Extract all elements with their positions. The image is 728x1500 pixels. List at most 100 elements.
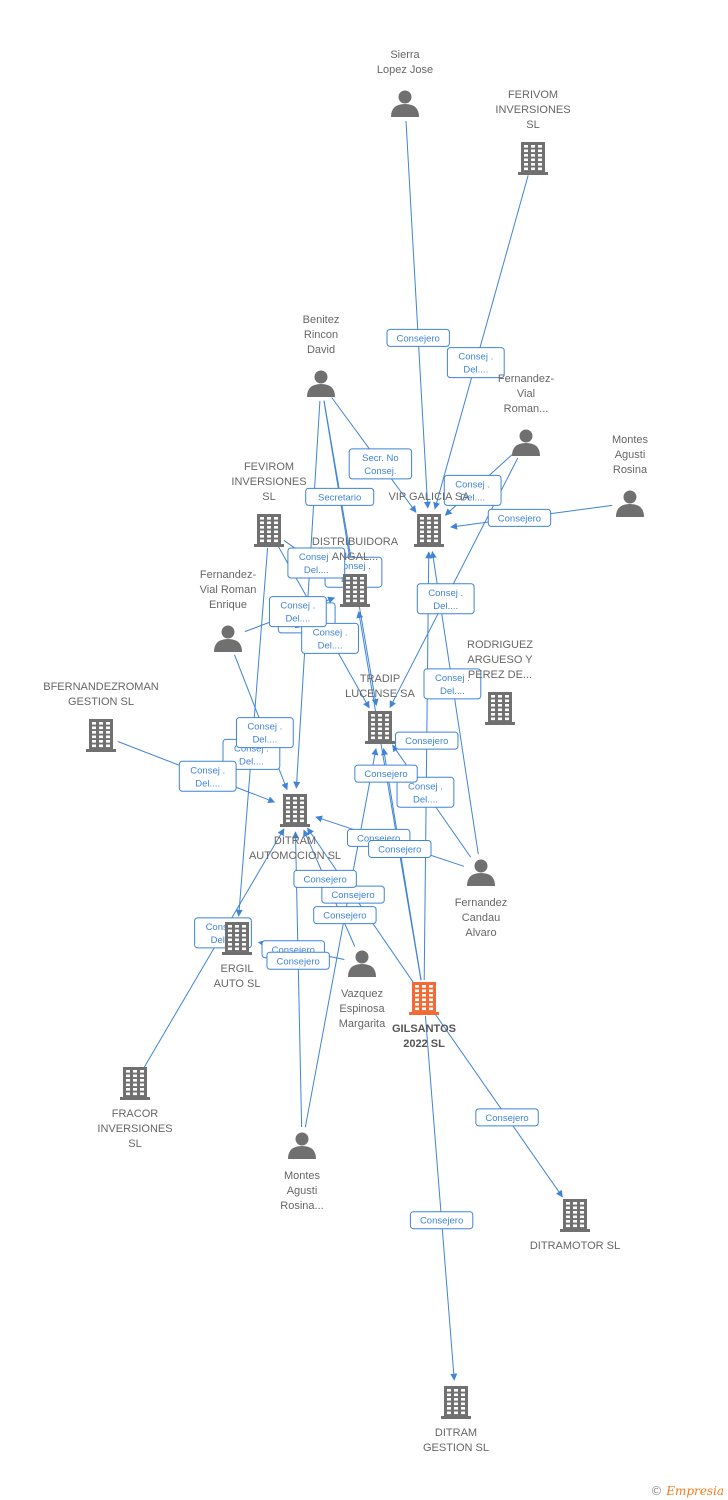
node-label: FERIVOM bbox=[508, 89, 558, 101]
edge-gilsantos-dist bbox=[356, 611, 422, 981]
node-label: Benitez bbox=[303, 314, 340, 326]
person-icon bbox=[348, 950, 376, 977]
edge-label[interactable]: Consej .Del.... bbox=[396, 776, 455, 808]
node-label: INVERSIONES bbox=[231, 476, 306, 488]
edge-label[interactable]: Consej .Del.... bbox=[443, 474, 502, 506]
node-label: PEREZ DE... bbox=[468, 669, 532, 681]
edge-label[interactable]: Consejero bbox=[321, 885, 385, 904]
edge-label[interactable]: Consejero bbox=[386, 328, 450, 347]
node-label: ARGUESO Y bbox=[467, 654, 533, 666]
edge-label[interactable]: Consejero bbox=[313, 906, 377, 925]
node-label: Espinosa bbox=[339, 1003, 385, 1015]
node-montes2[interactable]: MontesAgustiRosina... bbox=[280, 1132, 324, 1213]
edge-label[interactable]: Consej .Del.... bbox=[423, 668, 482, 700]
edge-label-box bbox=[313, 906, 377, 925]
edge-label[interactable]: Consejero bbox=[409, 1211, 474, 1230]
node-fvroman[interactable]: Fernandez-VialRoman... bbox=[498, 373, 555, 456]
edge-label-text: Consejero bbox=[405, 736, 448, 747]
edge-label[interactable]: Consej .Del.... bbox=[301, 622, 359, 654]
building-icon bbox=[414, 514, 444, 547]
edge-label-text: Del.... bbox=[463, 365, 488, 376]
edge-label[interactable]: Consejero bbox=[354, 764, 418, 783]
building-icon bbox=[441, 1386, 471, 1419]
edge-ferivom-vip bbox=[433, 175, 529, 510]
edge-label[interactable]: Secretario bbox=[305, 487, 375, 506]
node-label: FEVIROM bbox=[244, 461, 294, 473]
edge-label-text: Consejero bbox=[272, 945, 315, 956]
edge-label-box bbox=[348, 448, 413, 480]
edge-label[interactable]: Consej .Del.... bbox=[178, 760, 237, 792]
edge-label[interactable]: Consej .Del.... bbox=[446, 347, 505, 379]
node-vip[interactable]: VIP GALICIA SA bbox=[388, 491, 470, 547]
edge-label-text: Consej . bbox=[280, 601, 315, 612]
edge-label-text: Consej . bbox=[455, 479, 490, 490]
node-label: Rosina... bbox=[280, 1200, 323, 1212]
building-icon bbox=[280, 794, 310, 827]
edge-gilsantos-vip bbox=[423, 551, 433, 981]
edge-label[interactable]: Consejero bbox=[475, 1108, 539, 1127]
edge-label-text: Del.... bbox=[285, 614, 310, 625]
edge-label-text: Consejero bbox=[331, 890, 374, 901]
edges-layer bbox=[117, 120, 613, 1381]
edge-label-box bbox=[178, 760, 237, 792]
brand-logo: Empresia bbox=[666, 1484, 724, 1498]
node-dist[interactable]: DISTRIBUIDORAANGAL... bbox=[312, 536, 399, 607]
edge-label[interactable]: Consej .Del.... bbox=[287, 547, 346, 579]
building-icon bbox=[409, 982, 439, 1015]
node-label: Fernandez bbox=[455, 897, 508, 909]
edge-label-box bbox=[395, 731, 459, 750]
edge-label[interactable]: Consejero bbox=[293, 869, 357, 888]
node-label: Montes bbox=[284, 1170, 321, 1182]
edge-label-text: Consej . bbox=[247, 722, 282, 733]
node-label: Vial bbox=[517, 388, 535, 400]
building-icon bbox=[365, 711, 395, 744]
node-label: Montes bbox=[612, 434, 649, 446]
edge-gilsantos-ditramotor bbox=[433, 1012, 563, 1198]
edge-label[interactable]: Consejero bbox=[487, 508, 552, 527]
node-label: FRACOR bbox=[112, 1108, 159, 1120]
edge-label[interactable]: Consej .Del.... bbox=[416, 583, 475, 615]
node-label: Rosina bbox=[613, 464, 648, 476]
node-label: Rincon bbox=[304, 329, 338, 341]
edge-label[interactable]: Consejero bbox=[368, 839, 432, 858]
node-label: Alvaro bbox=[465, 927, 496, 939]
node-label: DITRAM bbox=[274, 835, 316, 847]
edge-label-text: Consejero bbox=[364, 769, 407, 780]
node-label: Fernandez- bbox=[498, 373, 555, 385]
edge-label-box bbox=[301, 622, 359, 654]
edge-label[interactable]: Consejero bbox=[266, 951, 330, 970]
edge-label-box bbox=[287, 547, 346, 579]
edge-label-text: Consej . bbox=[206, 922, 241, 933]
edge-label[interactable]: Consej . Del.... bbox=[268, 596, 327, 628]
edge-label-text: Del.... bbox=[195, 778, 220, 789]
edge-label-box bbox=[475, 1108, 539, 1127]
node-label: GESTION SL bbox=[68, 696, 134, 708]
edge-label-box bbox=[368, 839, 432, 858]
node-ditramotor[interactable]: DITRAMOTOR SL bbox=[530, 1199, 620, 1252]
node-label: VIP GALICIA SA bbox=[388, 491, 470, 503]
footer-brand[interactable]: © Empresia bbox=[650, 1484, 724, 1498]
edge-label[interactable]: Consejero bbox=[395, 731, 459, 750]
edge-label-text: Del.... bbox=[252, 735, 277, 746]
edge-label[interactable]: Consej . Del.... bbox=[235, 717, 294, 749]
edge-label-text: Del.... bbox=[318, 640, 343, 651]
edge-label-text: Del.... bbox=[413, 794, 438, 805]
